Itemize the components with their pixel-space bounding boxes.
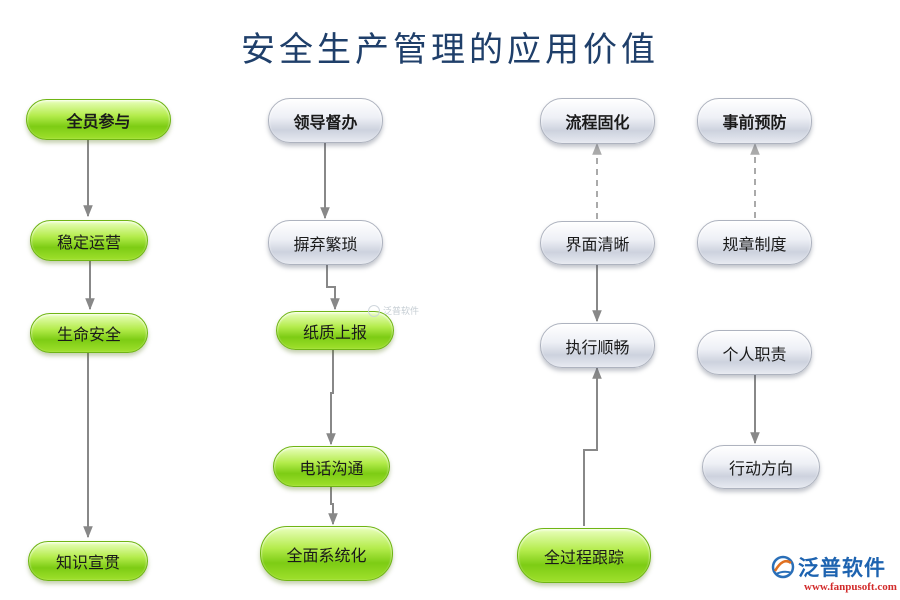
diagram-title: 安全生产管理的应用价值 (241, 30, 659, 70)
node-quanguocheng: 全过程跟踪 (517, 528, 651, 583)
node-quanmian: 全面系统化 (260, 526, 393, 581)
logo-name: 泛普软件 (798, 556, 886, 580)
node-shiqian: 事前预防 (697, 98, 812, 144)
arrow-quanguocheng-to-zhixing (583, 366, 602, 526)
logo-swirl-icon (771, 555, 795, 579)
arrow-zhizhi-to-dianhua (326, 350, 336, 446)
node-wending: 稳定运营 (30, 220, 148, 261)
node-dianhua: 电话沟通 (273, 446, 390, 487)
arrow-bingqi-to-zhizhi (326, 265, 340, 311)
watermark-icon (368, 304, 380, 317)
logo-url: www.fanpusoft.com (804, 581, 897, 593)
watermark-text: 泛普软件 (383, 307, 420, 317)
node-jiemian: 界面清晰 (540, 221, 655, 265)
node-quanyuan: 全员参与 (26, 99, 171, 140)
node-geren: 个人职责 (697, 330, 812, 375)
node-lingdao: 领导督办 (268, 98, 383, 143)
watermark: 泛普软件 (368, 304, 419, 317)
node-zhixing: 执行顺畅 (540, 323, 655, 368)
arrow-dianhua-to-quanmian (328, 487, 338, 526)
node-guizhang: 规章制度 (697, 220, 812, 265)
node-liucheng: 流程固化 (540, 98, 655, 144)
node-shengming: 生命安全 (30, 313, 148, 353)
node-zhishi: 知识宣贯 (28, 541, 148, 581)
node-zhizhi: 纸质上报 (276, 311, 394, 350)
node-bingqi: 摒弃繁琐 (268, 220, 383, 265)
brand-logo: 泛普软件 www.fanpusoft.com (768, 550, 897, 596)
node-xingdong: 行动方向 (702, 445, 820, 489)
